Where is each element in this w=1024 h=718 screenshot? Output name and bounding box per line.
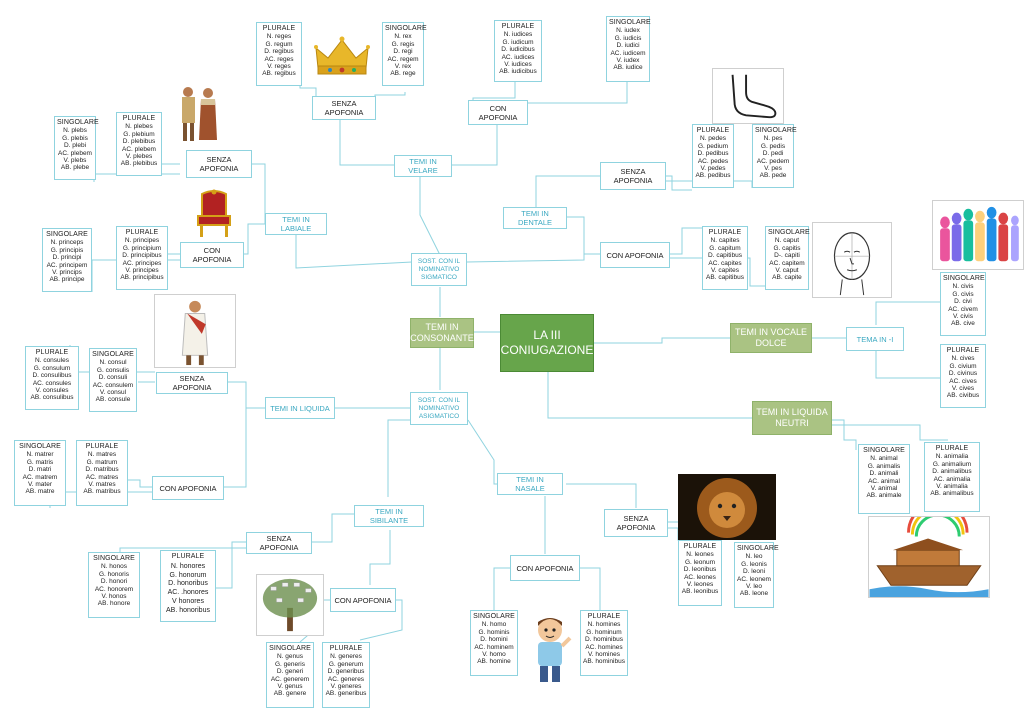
table-heading: SINGOLARE [755, 127, 797, 134]
label-senza-apofonia-dentale[interactable]: SENZA APOFONIA [600, 162, 666, 190]
table-iudex[interactable]: SINGOLARE N. iudex G. iudicis D. iudici … [606, 16, 651, 82]
table-heading: PLURALE [35, 349, 69, 356]
table-consules[interactable]: PLURALE N. consules G. consulum D. consu… [25, 346, 79, 410]
branch-temi-liquida[interactable]: TEMI IN LIQUIDA [265, 397, 335, 419]
table-heading: SINGOLARE [473, 613, 515, 620]
branch-temi-velare[interactable]: TEMI IN VELARE [394, 155, 452, 177]
table-iudices[interactable]: PLURALE N. iudices G. iudicum D. iudicib… [494, 20, 542, 82]
table-heading: PLURALE [122, 115, 156, 122]
table-heading: PLURALE [125, 229, 159, 236]
group-temi-vocale-dolce[interactable]: TEMI IN VOCALE DOLCE [730, 323, 812, 353]
throne-image [188, 188, 240, 240]
branch-temi-nasale[interactable]: TEMI IN NASALE [497, 473, 563, 495]
table-heading: PLURALE [935, 445, 969, 452]
label-con-apofonia-nasale[interactable]: CON APOFONIA [510, 555, 580, 581]
label-con-apofonia-sibilante[interactable]: CON APOFONIA [330, 588, 396, 612]
label-senza-apofonia-labiale[interactable]: SENZA APOFONIA [186, 150, 252, 178]
branch-nominativo-asigmatico[interactable]: SOST. CON IL NOMINATIVO ASIGMATICO [410, 392, 468, 425]
table-heading: PLURALE [946, 347, 980, 354]
table-rex[interactable]: SINGOLARE N. rex G. regis D. regi AC. re… [382, 22, 427, 86]
table-heading: SINGOLARE [19, 443, 61, 450]
branch-nominativo-sigmatico[interactable]: SOST. CON IL NOMINATIVO SIGMATICO [411, 253, 467, 286]
consul-image [154, 294, 236, 368]
noah-ark-image [868, 516, 990, 598]
table-heading: SINGOLARE [768, 229, 810, 236]
table-heading: PLURALE [683, 543, 717, 550]
table-heading: PLURALE [85, 443, 119, 450]
table-leones[interactable]: PLURALE N. leones G. leonum D. leonibus … [678, 540, 722, 606]
label-senza-apofonia-nasale[interactable]: SENZA APOFONIA [604, 509, 668, 537]
table-reges[interactable]: PLURALE N. reges G. regum D. regibus AC.… [256, 22, 302, 86]
cartoon-man-image [522, 612, 578, 688]
table-pes[interactable]: SINGOLARE N. pes G. pedis D. pedi AC. pe… [752, 124, 797, 188]
table-heading: PLURALE [262, 25, 296, 32]
center-node[interactable]: LA III CONIUGAZIONE [500, 314, 594, 372]
table-pedes[interactable]: PLURALE N. pedes G. pedium D. pedibus AC… [692, 124, 734, 188]
table-civis[interactable]: SINGOLARE N. civis G. civis D. civi AC. … [940, 272, 986, 336]
table-genus[interactable]: SINGOLARE N. genus G. generis D. generi … [266, 642, 314, 708]
plebeians-image [170, 80, 226, 146]
head-drawing-image [812, 222, 892, 298]
table-plebs[interactable]: SINGOLARE N. plebs G. plebis D. plebi AC… [54, 116, 99, 180]
table-generes[interactable]: PLURALE N. generes G. generum D. generib… [322, 642, 370, 708]
table-heading: SINGOLARE [609, 19, 651, 26]
table-heading: SINGOLARE [943, 275, 985, 282]
table-heading: SINGOLARE [93, 555, 135, 562]
label-con-apofonia-dentale[interactable]: CON APOFONIA [600, 242, 670, 268]
lion-image [678, 474, 776, 540]
label-con-apofonia-velare[interactable]: CON APOFONIA [468, 100, 528, 125]
table-capites[interactable]: PLURALE N. capites G. capitum D. capitib… [702, 226, 748, 290]
table-heading: PLURALE [708, 229, 742, 236]
branch-temi-labiale[interactable]: TEMI IN LABIALE [265, 213, 327, 235]
table-heading: PLURALE [329, 645, 363, 652]
table-heading: SINGOLARE [46, 231, 88, 238]
table-principes[interactable]: PLURALE N. principes G. principium D. pr… [116, 226, 168, 290]
table-leo[interactable]: SINGOLARE N. leo G. leonis D. leoni AC. … [734, 542, 779, 608]
table-heading: SINGOLARE [57, 119, 99, 126]
table-honos[interactable]: SINGOLARE N. honos G. honoris D. honori … [88, 552, 140, 618]
table-cives[interactable]: PLURALE N. cives G. civium D. civinus AC… [940, 344, 986, 408]
table-matres[interactable]: PLURALE N. matres G. matrum D. matribus … [76, 440, 128, 506]
table-homines[interactable]: PLURALE N. homines G. hominum D. hominib… [580, 610, 628, 676]
crown-image [306, 26, 378, 86]
table-heading: PLURALE [696, 127, 730, 134]
label-con-apofonia-labiale[interactable]: CON APOFONIA [180, 242, 244, 268]
label-senza-apofonia-liquida[interactable]: SENZA APOFONIA [156, 372, 228, 394]
label-con-apofonia-liquida[interactable]: CON APOFONIA [152, 476, 224, 500]
table-heading: SINGOLARE [737, 545, 779, 552]
foot-image [712, 68, 784, 124]
table-plebes[interactable]: PLURALE N. plebes G. plebium D. plebibus… [116, 112, 162, 176]
table-animalia[interactable]: PLURALE N. animalia G. animalium D. anim… [924, 442, 980, 512]
family-tree-image [256, 574, 324, 636]
table-heading: SINGOLARE [385, 25, 427, 32]
people-silhouettes-image [932, 200, 1024, 270]
table-honores[interactable]: PLURALE N. honores G. honorum D. honorib… [160, 550, 216, 622]
table-princeps[interactable]: SINGOLARE N. princeps G. principis D. pr… [42, 228, 92, 292]
table-heading: PLURALE [171, 553, 205, 560]
table-mater[interactable]: SINGOLARE N. matrer G. matris D. matri A… [14, 440, 66, 506]
branch-tema-in-i[interactable]: TEMA IN -I [846, 327, 904, 351]
table-heading: SINGOLARE [92, 351, 134, 358]
branch-temi-dentale[interactable]: TEMI IN DENTALE [503, 207, 567, 229]
table-consul[interactable]: SINGOLARE N. consul G. consulis D. consu… [89, 348, 137, 412]
label-senza-apofonia-velare[interactable]: SENZA APOFONIA [312, 96, 376, 120]
label-senza-apofonia-sibilante[interactable]: SENZA APOFONIA [246, 532, 312, 554]
table-caput[interactable]: SINGOLARE N. caput G. capitis D-. capiti… [765, 226, 810, 290]
branch-temi-sibilante[interactable]: TEMI IN SIBILANTE [354, 505, 424, 527]
group-temi-consonante[interactable]: TEMI IN CONSONANTE [410, 318, 474, 348]
table-heading: SINGOLARE [269, 645, 311, 652]
table-heading: PLURALE [501, 23, 535, 30]
table-heading: PLURALE [587, 613, 621, 620]
table-heading: SINGOLARE [863, 447, 905, 454]
table-animal[interactable]: SINGOLARE N. animal G. animalis D. anima… [858, 444, 910, 514]
group-temi-liquida-neutri[interactable]: TEMI IN LIQUIDA NEUTRI [752, 401, 832, 435]
table-homo[interactable]: SINGOLARE N. homo G. hominis D. homini A… [470, 610, 518, 676]
